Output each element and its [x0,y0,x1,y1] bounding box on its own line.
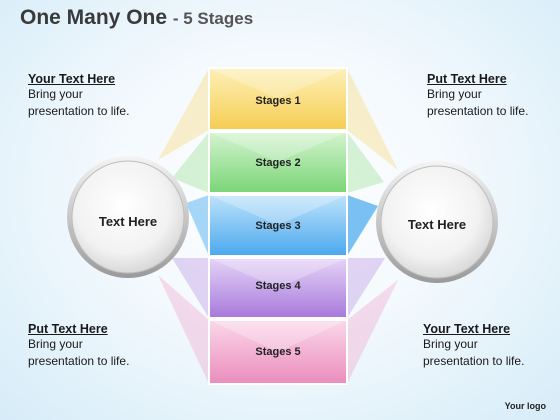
stage-box-4 [208,257,348,319]
title-sub: - 5 Stages [172,9,254,28]
stage-label-1: Stages 1 [255,95,301,107]
left-fan-1 [158,68,209,160]
stage-box-2 [208,131,348,194]
left-fan-4 [172,258,209,318]
right-fan-2 [347,132,384,193]
corner-bottom-left-body: Bring your presentation to life. [28,337,130,368]
right-circle-label: Text Here [407,217,467,232]
corner-top-right-body: Bring your presentation to life. [427,87,529,118]
corner-bottom-left-heading: Put Text Here [28,322,108,336]
corner-bottom-right-heading: Your Text Here [423,322,511,336]
right-circle [376,161,498,283]
left-fan-5 [158,275,209,384]
corner-bottom-right: Your Text Here Bring your presentation t… [423,322,560,370]
stage-box-5 [208,319,348,385]
slide-title: One Many One - 5 Stages [20,6,253,30]
left-circle-label: Text Here [98,214,158,229]
stage-label-5: Stages 5 [255,346,301,358]
corner-top-left: Your Text Here Bring your presentation t… [28,72,178,120]
stage-box-3 [208,194,348,257]
right-fan-1 [347,68,398,170]
stage-box-1 [208,67,348,131]
stage-label-4: Stages 4 [255,280,301,292]
corner-bottom-right-body: Bring your presentation to life. [423,337,525,368]
corner-top-left-heading: Your Text Here [28,72,116,86]
right-fan-5 [347,280,398,384]
right-fan-4 [347,258,385,318]
corner-top-right: Put Text Here Bring your presentation to… [427,72,560,120]
corner-top-right-heading: Put Text Here [427,72,507,86]
logo-text: Your logo [504,401,546,411]
corner-bottom-left: Put Text Here Bring your presentation to… [28,322,178,370]
title-main: One Many One [20,6,168,29]
left-circle [67,156,189,278]
stage-label-3: Stages 3 [255,220,301,232]
left-fan-2 [172,132,209,193]
right-fan-3 [347,195,378,256]
stage-label-2: Stages 2 [255,157,301,169]
left-fan-3 [186,195,209,256]
corner-top-left-body: Bring your presentation to life. [28,87,130,118]
